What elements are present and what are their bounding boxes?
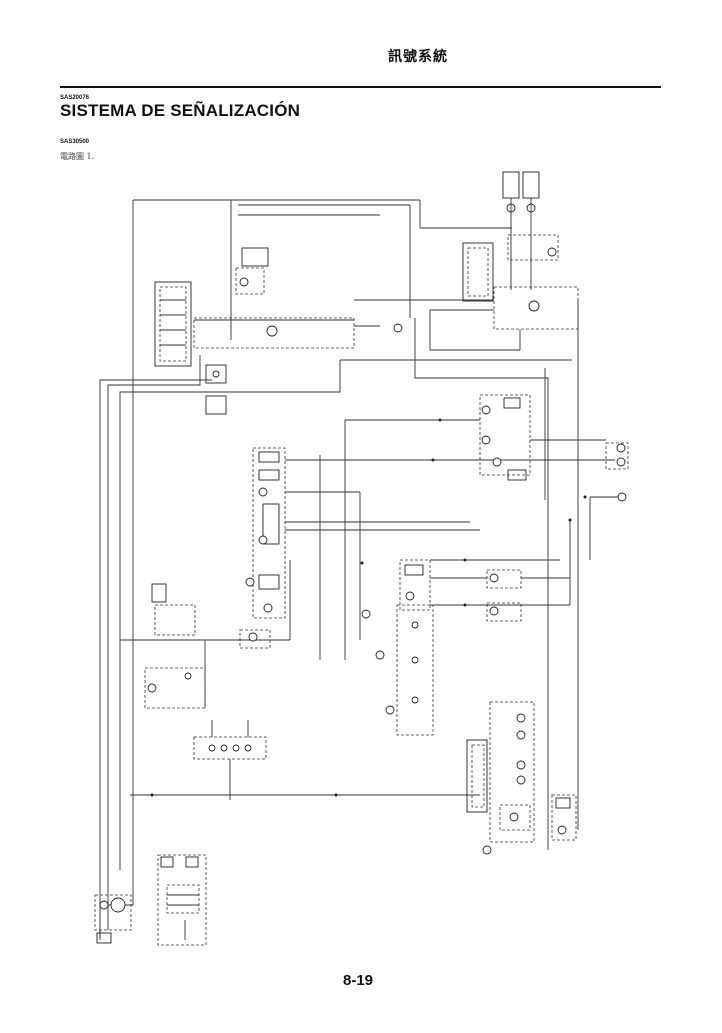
junction-dots — [150, 418, 587, 797]
wire — [99, 379, 212, 940]
handlebar-switch-right — [479, 394, 615, 481]
diagram-subtitle: 電路圖 1. — [60, 152, 95, 161]
fuse-box — [130, 720, 480, 800]
page-title: SISTEMA DE SEÑALIZACIÓN — [60, 101, 301, 120]
harness-frame — [99, 200, 134, 940]
left-main-connector — [154, 281, 192, 367]
lower-left-components — [120, 560, 291, 709]
page-number: 8-19 — [343, 972, 374, 989]
bottom-left-components — [94, 854, 207, 946]
relay-top — [235, 247, 269, 295]
header-rule — [60, 86, 661, 88]
fuse-lower — [205, 364, 227, 415]
section-code: SAS20076 — [60, 95, 90, 101]
section-header: 訊號系統 — [388, 49, 448, 65]
wire — [107, 355, 201, 930]
ecu-unit — [429, 286, 579, 830]
wire — [414, 318, 549, 850]
handlebar-switch-left — [245, 447, 286, 619]
right-top-connectors — [502, 171, 559, 290]
right-mid-components — [430, 520, 571, 622]
lower-right-cluster — [466, 701, 577, 855]
wire — [119, 360, 341, 870]
meter-connector — [462, 242, 494, 302]
subsection-code: SAS30500 — [60, 139, 90, 145]
turn-signal-lamps-right — [589, 442, 629, 560]
meter-assembly — [193, 299, 494, 349]
relay-blocks-middle — [361, 559, 434, 736]
